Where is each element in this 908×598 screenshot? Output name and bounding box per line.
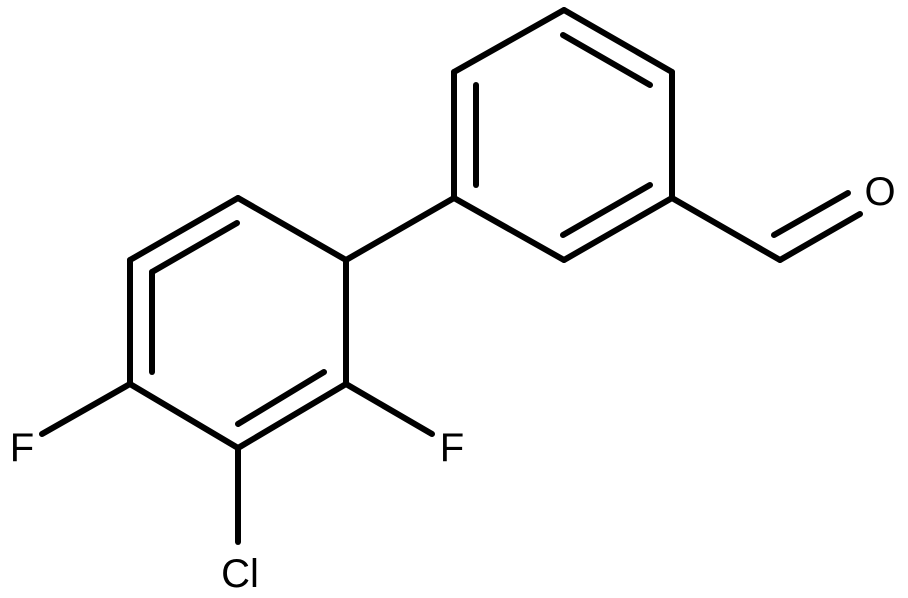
bond-a1	[561, 7, 675, 75]
bond-biaryl	[343, 195, 457, 263]
bond-a6	[451, 7, 567, 75]
aromatic-inner-a2	[560, 182, 653, 238]
aromatic-inner-b1	[149, 220, 240, 275]
bond-c-f-right	[343, 381, 435, 437]
bond-b5	[235, 381, 349, 451]
aromatic-inner-b3	[235, 369, 327, 427]
atom-label-fluorine-left: F	[10, 426, 34, 470]
bond-c-f-left	[39, 381, 133, 437]
bond-b2	[127, 195, 241, 263]
atom-label-oxygen: O	[864, 170, 895, 214]
atom-label-fluorine-right: F	[440, 426, 464, 470]
bond-b4	[127, 381, 241, 451]
bond-c-o-inner	[771, 190, 851, 238]
bond-ring-to-cho	[669, 195, 783, 263]
bond-a3	[561, 195, 675, 263]
aldehyde-group	[669, 190, 863, 263]
bond-a4	[451, 195, 567, 263]
atom-label-chlorine: Cl	[221, 552, 259, 596]
aromatic-inner-a1	[560, 32, 653, 88]
bond-c-o-outer	[777, 211, 863, 263]
ring-halophenyl	[127, 195, 349, 451]
ring-benzaldehyde	[451, 7, 675, 263]
bond-b1	[235, 195, 349, 263]
